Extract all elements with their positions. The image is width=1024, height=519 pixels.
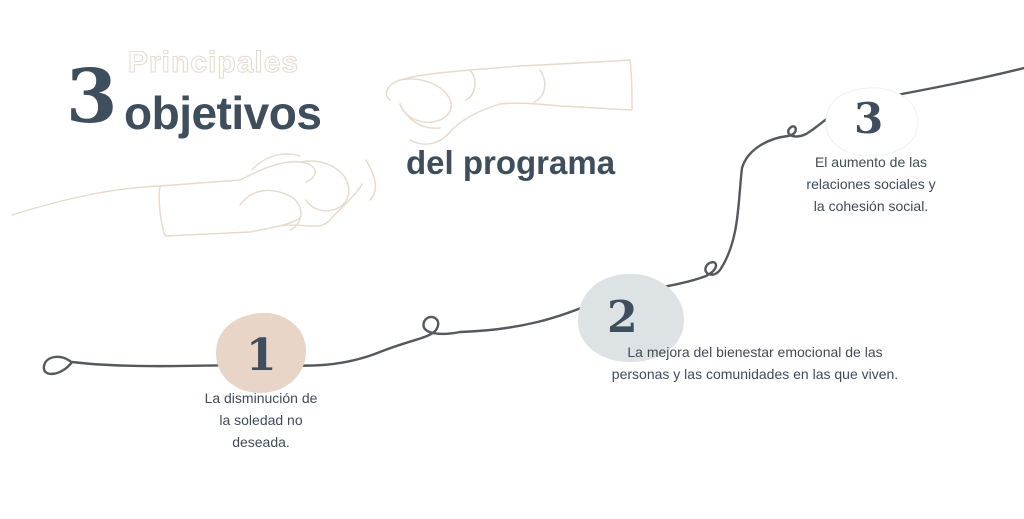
step-1-blob [216, 312, 306, 393]
step-1-text: La disminución de la soledad no deseada. [176, 387, 346, 453]
step-3-line: relaciones sociales y [806, 176, 936, 192]
page-subtitle: del programa [406, 144, 616, 181]
step-2-line: La mejora del bienestar emocional de las [627, 344, 883, 360]
step-1-line: La disminución de [204, 390, 318, 406]
step-3-number: 3 [854, 94, 884, 143]
title-outline-word: Principales [127, 46, 300, 80]
step-2-line: personas y las comunidades en las que vi… [611, 366, 899, 382]
step-1-line: deseada. [232, 434, 290, 450]
step-2-blob [577, 273, 684, 362]
step-2-text: La mejora del bienestar emocional de las… [560, 341, 950, 385]
step-3-blob [825, 87, 919, 157]
title-number: 3 [66, 54, 118, 140]
step-3-line: la cohesión social. [813, 198, 929, 214]
step-1-number: 1 [246, 330, 277, 381]
step-3-line: El aumento de las [814, 154, 928, 170]
page-title: objetivos [124, 87, 322, 139]
step-3-text: El aumento de las relaciones sociales y … [786, 151, 956, 217]
step-1-line: la soledad no [219, 412, 303, 428]
step-2-number: 2 [607, 292, 638, 343]
